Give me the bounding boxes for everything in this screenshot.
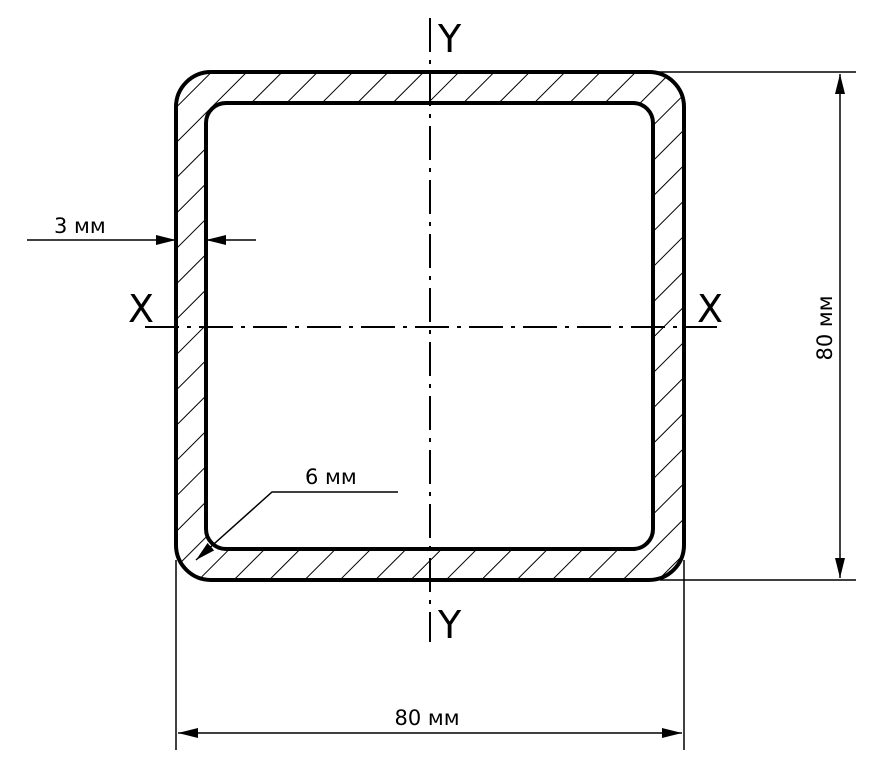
height-dimension-label: 80 мм — [813, 295, 837, 360]
y-axis-label-bottom: Y — [437, 603, 462, 647]
corner-radius-label: 6 мм — [305, 465, 357, 489]
y-axis-label-top: Y — [437, 17, 462, 61]
radius-leader-line — [195, 491, 398, 561]
wall-thickness-label: 3 мм — [54, 214, 106, 238]
width-dimension-label: 80 мм — [394, 706, 459, 730]
x-axis-label-left: X — [128, 287, 154, 331]
x-axis-label-right: X — [697, 287, 723, 331]
